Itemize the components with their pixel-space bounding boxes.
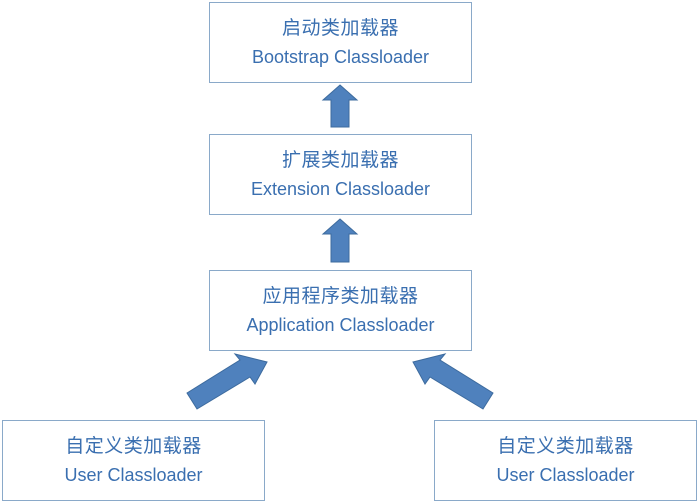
arrow-extension-to-bootstrap [321,84,359,128]
application-classloader-zh-label: 应用程序类加载器 [262,285,419,307]
extension-classloader-en-label: Extension Classloader [250,179,431,199]
application-classloader-en-label: Application Classloader [246,315,435,335]
user-classloader-right-en-label: User Classloader [496,465,635,485]
extension-classloader-zh-label: 扩展类加载器 [281,149,399,171]
arrow-user-right-to-application [412,353,494,410]
user-classloader-right-box: 自定义类加载器 User Classloader [434,420,697,501]
extension-classloader-box: 扩展类加载器 Extension Classloader [209,134,472,215]
user-classloader-left-box: 自定义类加载器 User Classloader [2,420,265,501]
arrow-application-to-extension [321,218,359,263]
user-classloader-left-zh-label: 自定义类加载器 [65,435,202,457]
user-classloader-right-zh-label: 自定义类加载器 [497,435,634,457]
user-classloader-left-en-label: User Classloader [64,465,203,485]
application-classloader-box: 应用程序类加载器 Application Classloader [209,270,472,351]
bootstrap-classloader-zh-label: 启动类加载器 [281,17,399,39]
bootstrap-classloader-en-label: Bootstrap Classloader [251,47,430,67]
arrow-user-left-to-application [186,353,268,410]
bootstrap-classloader-box: 启动类加载器 Bootstrap Classloader [209,2,472,83]
